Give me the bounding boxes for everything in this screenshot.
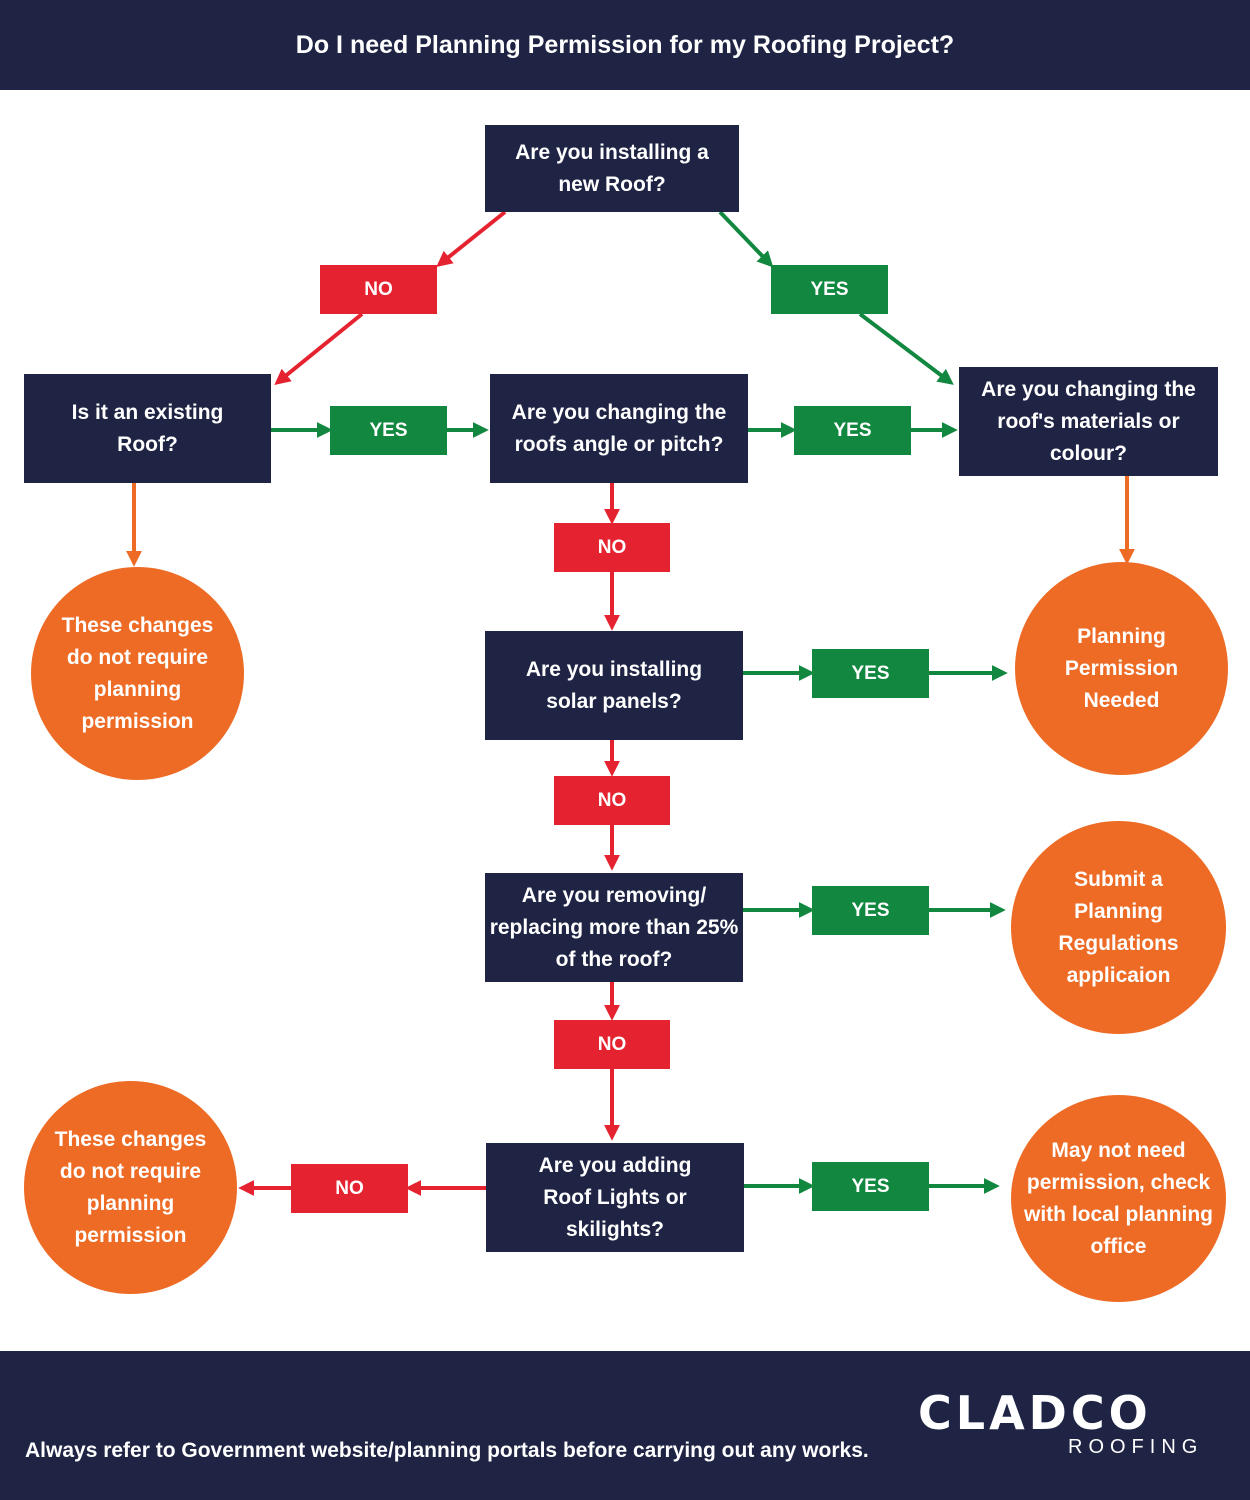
label-no-lights: NO <box>291 1164 408 1213</box>
cladco-logo: CLADCO <box>918 1386 1152 1440</box>
outcome-may-not-need: May not need permission, check with loca… <box>1011 1095 1226 1302</box>
label-no-angle: NO <box>554 523 670 572</box>
cladco-logo-subtitle: ROOFING <box>1068 1436 1204 1458</box>
label-no-solar: NO <box>554 776 670 825</box>
arrow-new-roof-to-no <box>436 210 507 267</box>
arrow-no-to-existing <box>274 312 364 386</box>
label-no-removing: NO <box>554 1020 670 1069</box>
question-materials-colour: Are you changing the roof's materials or… <box>959 367 1218 476</box>
label-yes-angle: YES <box>794 406 911 455</box>
outcome-no-permission-bottom: These changes do not require planning pe… <box>24 1081 237 1294</box>
label-yes-solar: YES <box>812 649 929 698</box>
question-removing-replacing: Are you removing/ replacing more than 25… <box>485 873 743 982</box>
label-yes-existing: YES <box>330 406 447 455</box>
outcome-permission-needed: Planning Permission Needed <box>1015 562 1228 775</box>
label-yes-removing: YES <box>812 886 929 935</box>
question-new-roof: Are you installing a new Roof? <box>485 125 739 212</box>
label-yes-new-roof: YES <box>771 265 888 314</box>
question-solar-panels: Are you installing solar panels? <box>485 631 743 740</box>
question-roof-lights: Are you adding Roof Lights or skilights? <box>486 1143 744 1252</box>
question-angle-pitch: Are you changing the roofs angle or pitc… <box>490 374 748 483</box>
arrow-yes-to-materials <box>858 312 954 385</box>
question-existing-roof: Is it an existing Roof? <box>24 374 271 483</box>
outcome-submit-application: Submit a Planning Regulations applicaion <box>1011 821 1226 1034</box>
label-no-new-roof: NO <box>320 265 437 314</box>
disclaimer-text: Always refer to Government website/plann… <box>25 1439 869 1462</box>
label-yes-lights: YES <box>812 1162 929 1211</box>
arrow-new-roof-to-yes <box>718 210 774 268</box>
page-title: Do I need Planning Permission for my Roo… <box>0 0 1250 90</box>
outcome-no-permission-top: These changes do not require planning pe… <box>31 567 244 780</box>
footer <box>0 1351 1250 1500</box>
